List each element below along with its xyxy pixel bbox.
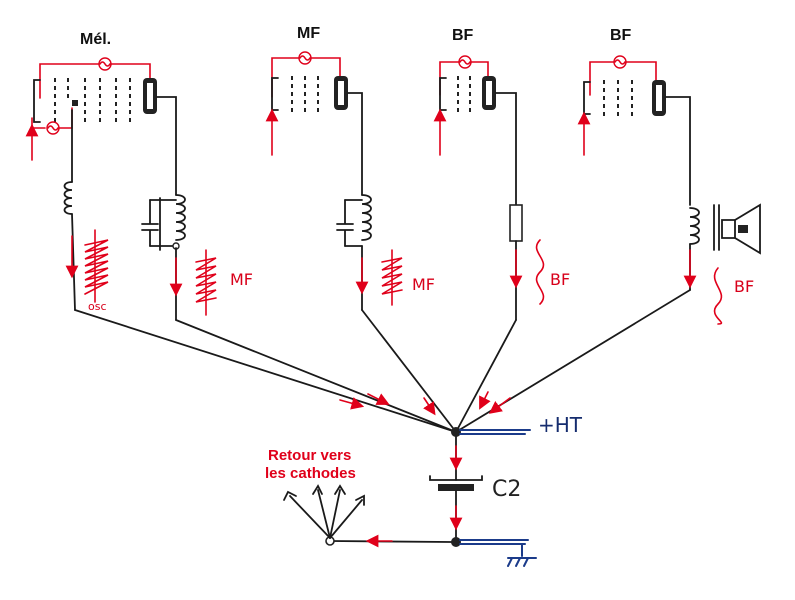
if-transformer-coil-icon: [361, 194, 372, 241]
stage-mf: MF MF: [265, 25, 435, 311]
bf-label-2: BF: [734, 277, 754, 296]
stage-melangeuse: Mél. osc: [25, 31, 253, 321]
ground-icon: [507, 543, 537, 567]
bf-waveform-2: [713, 267, 723, 325]
oscillator-coil-icon: [63, 181, 73, 215]
load-resistor-icon: [509, 204, 523, 242]
cathode-icon: [33, 79, 41, 123]
cathode-return: Retour vers les cathodes: [265, 447, 452, 548]
return-note-line2: les cathodes: [265, 465, 356, 482]
stage-label-mel: Mél.: [80, 31, 111, 48]
osc-label: osc: [88, 300, 107, 313]
cathode-icon: [583, 81, 591, 115]
tuning-capacitor-icon: [336, 199, 354, 247]
output-transformer-coil-icon: [689, 207, 700, 245]
common-node: [451, 427, 461, 437]
stage-label-bf-2: BF: [610, 27, 632, 44]
ht-label: +HT: [538, 413, 583, 437]
ground-node: [451, 537, 461, 547]
tuning-capacitor-icon: [141, 199, 159, 247]
bf-label-1: BF: [550, 270, 570, 289]
mf-label-2: MF: [412, 275, 435, 294]
cathode-icon: [271, 77, 279, 111]
bf-waveform-1: [535, 239, 545, 305]
stage-bf-1: BF BF: [433, 27, 570, 321]
loudspeaker-icon: [721, 203, 761, 255]
mf-label-1: MF: [230, 270, 253, 289]
return-note-line1: Retour vers: [268, 447, 351, 464]
input-loop: [39, 63, 151, 99]
c2-label: C2: [492, 477, 521, 502]
osc-waveform: [84, 229, 109, 303]
if-transformer-coil-icon: [175, 194, 186, 241]
capacitor-c2-icon: [429, 475, 483, 491]
stage-bf-2: BF BF: [577, 27, 761, 325]
supply-section: +HT C2: [429, 413, 583, 567]
cathode-icon: [439, 77, 447, 111]
mf-waveform-2: [381, 249, 403, 306]
screen-grid-wires: [74, 289, 691, 433]
stage-label-bf-1: BF: [452, 27, 474, 44]
mf-waveform-1: [195, 249, 217, 316]
stage-label-mf: MF: [297, 25, 320, 42]
